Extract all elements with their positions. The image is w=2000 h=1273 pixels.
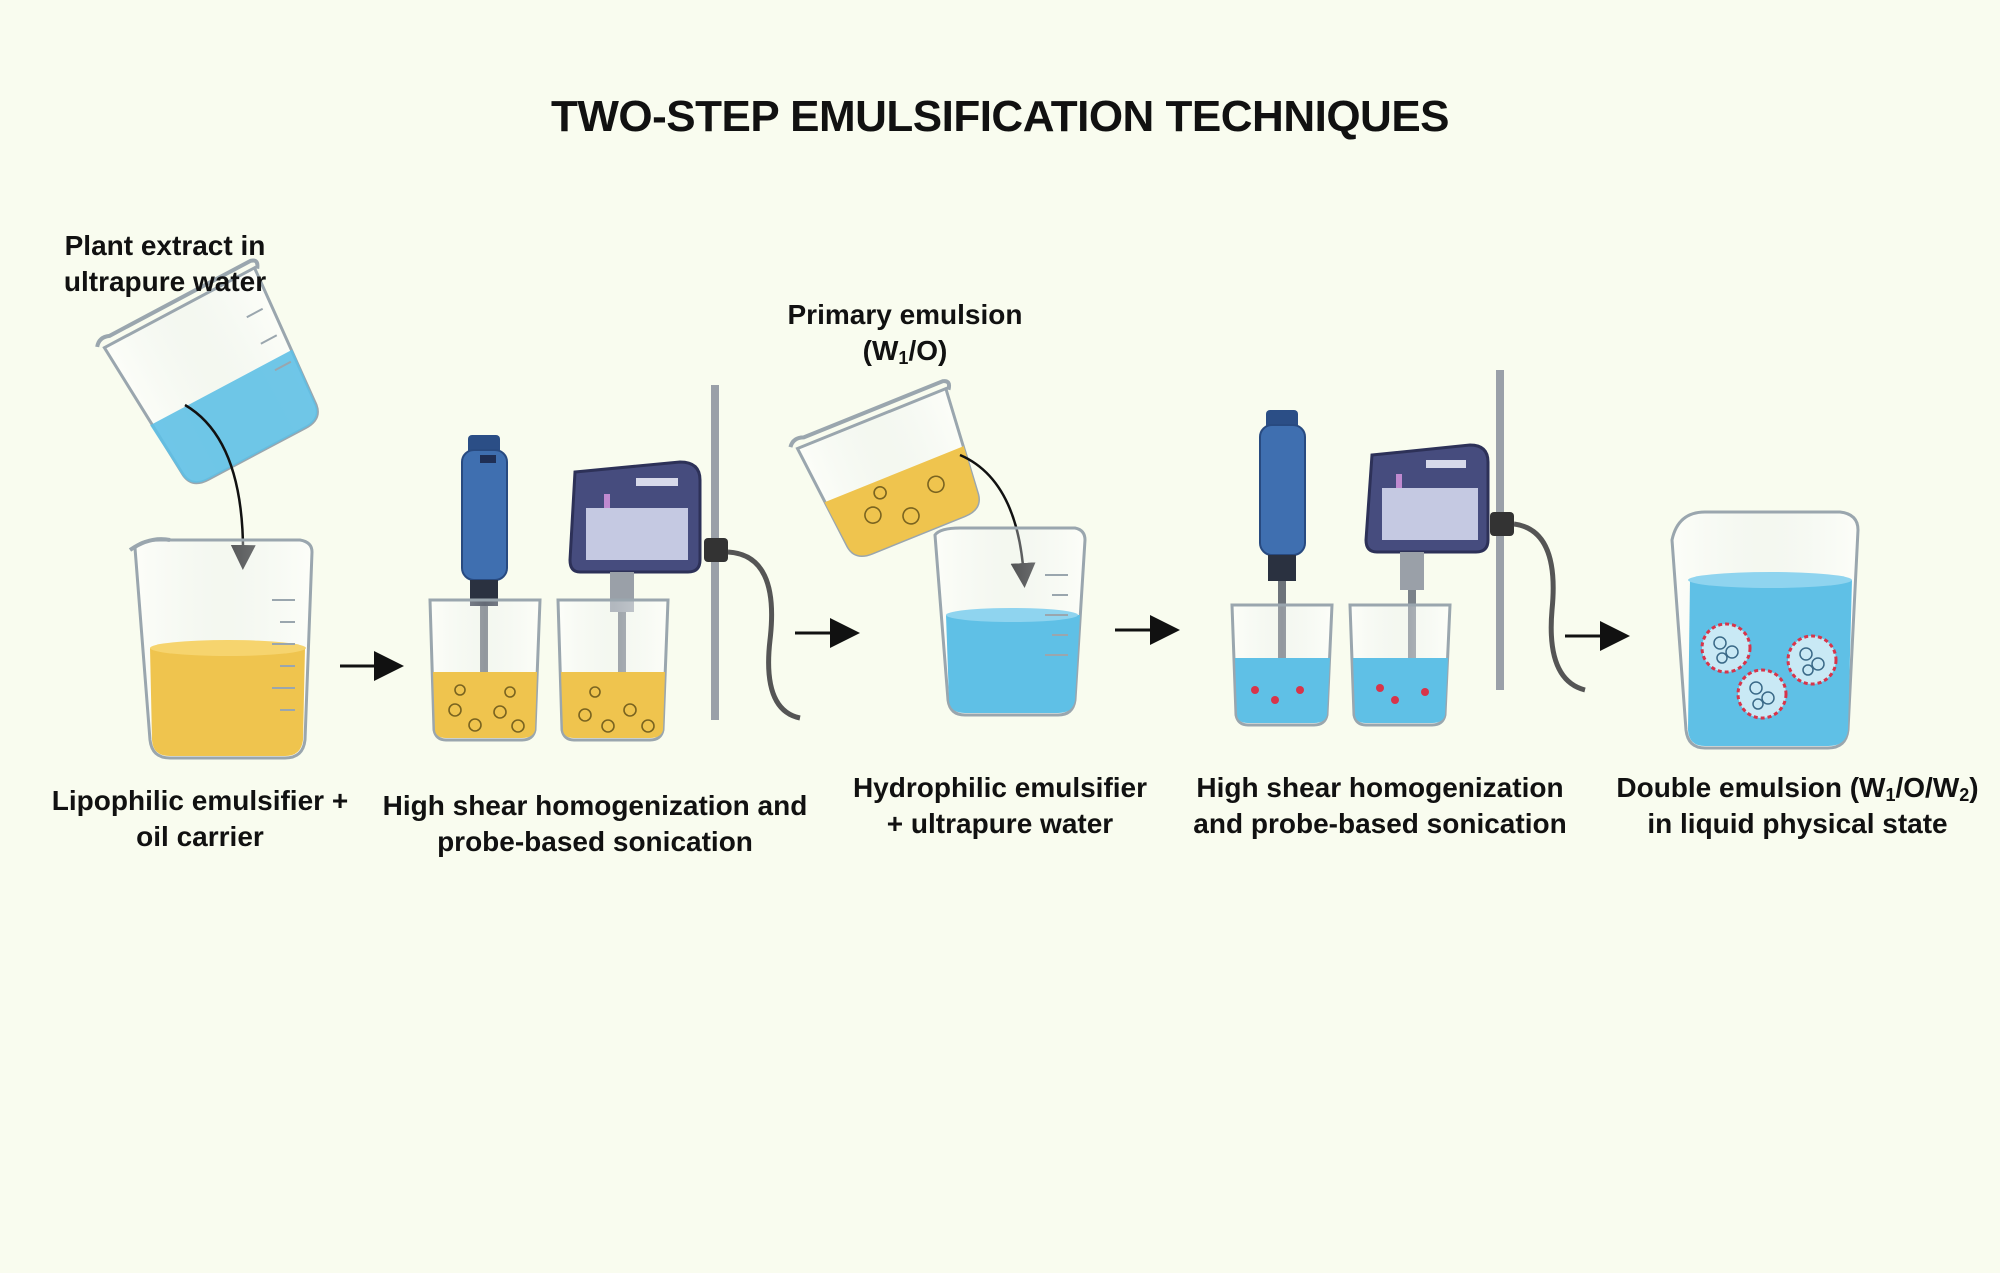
label-lipophilic-line1: Lipophilic emulsifier + [51, 785, 349, 816]
small-beaker-water-2 [1348, 603, 1452, 727]
label-hydrophilic-line2: + ultrapure water [886, 808, 1114, 839]
label-step1-line1: High shear homogenization and [382, 790, 808, 821]
small-beaker-oil-2 [556, 598, 670, 742]
small-beaker-water-1 [1230, 603, 1334, 727]
beaker-hydrophilic [933, 526, 1087, 717]
label-double-emulsion-line1: Double emulsion (W1/O/W2) [1616, 772, 1979, 805]
label-step1-line2: probe-based sonication [437, 826, 753, 857]
label-step2-line2: and probe-based sonication [1193, 808, 1567, 839]
label-step2-line1: High shear homogenization [1196, 772, 1564, 803]
label-double-emulsion: Double emulsion (W1/O/W2) in liquid phys… [1600, 770, 1995, 842]
small-beaker-oil-1 [428, 598, 542, 742]
label-lipophilic-line2: oil carrier [136, 821, 264, 852]
sonicator-1 [568, 385, 801, 721]
label-primary-emulsion: Primary emulsion (W1/O) [760, 297, 1050, 369]
pouring-beaker-primary-emulsion [788, 379, 980, 557]
label-double-emulsion-line2: in liquid physical state [1647, 808, 1948, 839]
label-hydrophilic-line1: Hydrophilic emulsifier [852, 772, 1148, 803]
label-step2-process: High shear homogenization and probe-base… [1180, 770, 1580, 842]
label-primary-emulsion-line2: (W1/O) [862, 335, 948, 368]
beaker-oil-carrier [128, 537, 314, 760]
label-hydrophilic: Hydrophilic emulsifier + ultrapure water [850, 770, 1150, 842]
label-step1-process: High shear homogenization and probe-base… [380, 788, 810, 860]
pouring-beaker-water [95, 258, 319, 485]
page-title: TWO-STEP EMULSIFICATION TECHNIQUES [550, 92, 1450, 141]
label-plant-extract: Plant extract in ultrapure water [30, 228, 300, 300]
label-primary-emulsion-line1: Primary emulsion [787, 299, 1023, 330]
beaker-double-emulsion [1670, 510, 1860, 750]
label-plant-extract-line2: ultrapure water [63, 266, 267, 297]
label-lipophilic: Lipophilic emulsifier + oil carrier [50, 783, 350, 855]
label-plant-extract-line1: Plant extract in [64, 230, 266, 261]
pour-arrow-1 [184, 403, 256, 570]
